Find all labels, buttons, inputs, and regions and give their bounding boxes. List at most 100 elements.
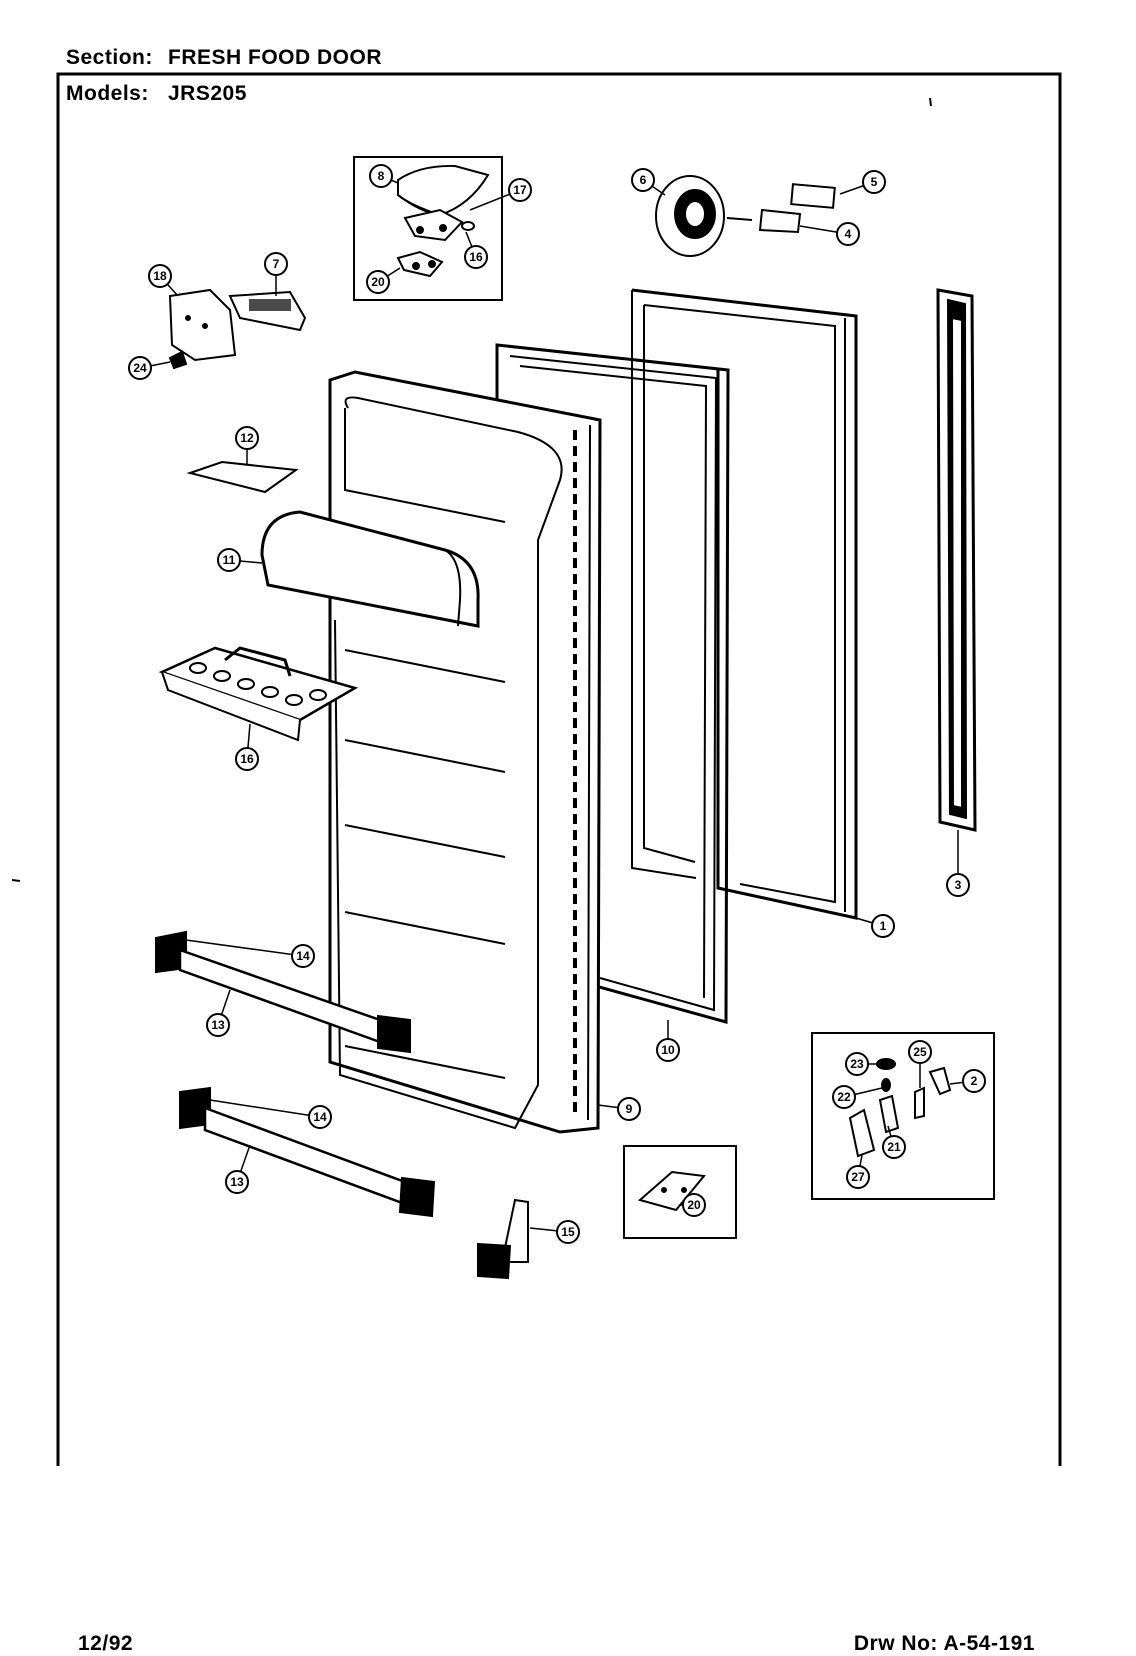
- callout-c-12: 12: [235, 426, 259, 464]
- callout-c-16a: 16: [464, 231, 488, 269]
- callout-number: 1: [880, 919, 887, 933]
- callout-c-5: 5: [839, 170, 886, 195]
- callout-c-10: 10: [656, 1020, 680, 1062]
- callout-circle: [836, 222, 860, 246]
- callout-circle: [366, 270, 390, 294]
- callout-circle: [291, 944, 315, 968]
- callout-circle: [369, 164, 393, 188]
- callout-number: 9: [626, 1102, 633, 1116]
- callout-c-13a: 13: [206, 989, 231, 1037]
- callout-number: 12: [240, 431, 254, 445]
- callout-c-20b: 20: [680, 1193, 706, 1217]
- callout-circle: [148, 264, 172, 288]
- callout-number: 11: [223, 553, 236, 567]
- callout-number: 14: [313, 1110, 327, 1124]
- models-value: JRS205: [168, 82, 247, 105]
- callout-circle: [128, 356, 152, 380]
- stray-mark: [929, 97, 932, 107]
- callout-c-27: 27: [846, 1154, 870, 1189]
- callout-number: 25: [913, 1045, 927, 1059]
- callout-circle: [946, 873, 970, 897]
- callout-circle: [631, 168, 655, 192]
- hinge-cam-assembly: [655, 175, 836, 257]
- callout-c-2: 2: [949, 1069, 986, 1093]
- inset-part-20: [623, 1145, 737, 1239]
- drawing-number: Drw No: A-54-191: [853, 1632, 1035, 1655]
- callout-c-9: 9: [597, 1097, 641, 1121]
- callout-c-24: 24: [128, 356, 171, 380]
- inset-lower-hinge: [811, 1032, 995, 1200]
- section-label: Section:: [66, 46, 153, 69]
- callout-number: 20: [687, 1198, 701, 1212]
- models-label: Models:: [66, 82, 149, 105]
- callout-c-23: 23: [845, 1052, 878, 1076]
- callout-circle: [871, 914, 895, 938]
- callout-c-14a: 14: [185, 939, 315, 968]
- callout-c-4: 4: [799, 222, 860, 246]
- callout-number: 13: [230, 1175, 244, 1189]
- leader-line: [185, 939, 304, 957]
- callout-c-21: 21: [882, 1125, 906, 1159]
- callout-number: 20: [371, 275, 385, 289]
- callout-circle: [832, 1085, 856, 1109]
- callout-circle: [508, 178, 532, 202]
- callout-c-22: 22: [832, 1085, 883, 1109]
- section-title: FRESH FOOD DOOR: [168, 46, 383, 69]
- callout-circle: [682, 1193, 706, 1217]
- callout-number: 15: [561, 1225, 575, 1239]
- door-stop-parts: [168, 288, 307, 370]
- callout-c-16b: 16: [235, 723, 259, 771]
- callout-circle: [862, 170, 886, 194]
- callout-c-7: 7: [264, 252, 288, 296]
- callout-circle: [217, 548, 241, 572]
- callout-circle: [882, 1135, 906, 1159]
- callout-c-18: 18: [148, 264, 179, 297]
- callout-c-3: 3: [946, 830, 970, 897]
- callout-c-14b: 14: [209, 1099, 332, 1129]
- callout-circle: [464, 245, 488, 269]
- callout-c-1: 1: [855, 914, 895, 938]
- callout-number: 27: [851, 1170, 865, 1184]
- callout-c-25: 25: [908, 1040, 932, 1088]
- callout-circle: [656, 1038, 680, 1062]
- callout-number: 14: [296, 949, 310, 963]
- callout-c-17: 17: [469, 178, 532, 211]
- leader-line: [209, 1099, 321, 1118]
- callout-number: 23: [850, 1057, 864, 1071]
- callout-number: 16: [469, 250, 483, 264]
- callout-number: 18: [153, 269, 167, 283]
- callout-circle: [225, 1170, 249, 1194]
- dairy-compartment-cover: [260, 510, 480, 628]
- callout-circle: [846, 1165, 870, 1189]
- callout-circle: [308, 1105, 332, 1129]
- callout-number: 6: [640, 173, 647, 187]
- callout-number: 5: [871, 175, 878, 189]
- callout-number: 8: [378, 169, 385, 183]
- callout-circle: [235, 426, 259, 450]
- callout-number: 4: [845, 227, 852, 241]
- butter-shelf-lid: [186, 460, 299, 494]
- callout-number: 21: [887, 1140, 901, 1154]
- hinge-inset: [353, 156, 503, 301]
- callout-c-20a: 20: [366, 267, 401, 294]
- callout-circle: [908, 1040, 932, 1064]
- callout-c-11: 11: [217, 548, 263, 572]
- callout-number: 17: [513, 183, 527, 197]
- callout-circle: [235, 747, 259, 771]
- callout-number: 10: [661, 1043, 675, 1057]
- callout-number: 2: [971, 1074, 978, 1088]
- callout-circle: [264, 252, 288, 276]
- shelf-bar-upper: [155, 930, 411, 1054]
- egg-tray: [158, 646, 359, 742]
- shelf-bar-lower: [179, 1086, 436, 1218]
- callout-c-8: 8: [369, 164, 399, 188]
- callout-number: 16: [240, 752, 254, 766]
- callout-number: 22: [837, 1090, 851, 1104]
- drawing-date: 12/92: [78, 1632, 134, 1655]
- callout-c-6: 6: [631, 168, 666, 196]
- handle-trim: [936, 288, 977, 832]
- bracket-15: [477, 1198, 529, 1280]
- callout-number: 7: [273, 257, 280, 271]
- callout-circle: [962, 1069, 986, 1093]
